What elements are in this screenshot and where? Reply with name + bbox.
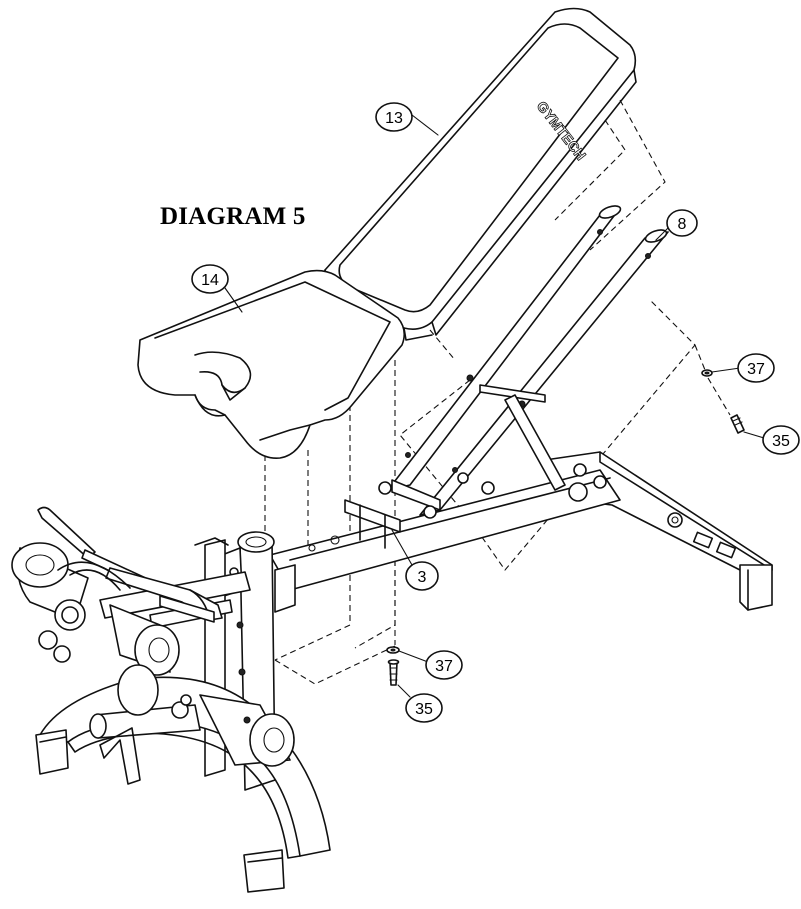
hardware bbox=[386, 369, 745, 686]
seat-pad bbox=[137, 269, 406, 459]
callout-37-lower-label: 37 bbox=[435, 658, 453, 675]
backrest-pad: GYMTECH bbox=[323, 7, 637, 341]
back-support-rails bbox=[378, 205, 669, 519]
callout-13 bbox=[375, 102, 413, 132]
main-frame-tube bbox=[269, 469, 621, 613]
callout-35-upper-label: 35 bbox=[772, 433, 790, 450]
callout-35-upper bbox=[762, 425, 800, 455]
callout-35-lower-label: 35 bbox=[415, 701, 433, 718]
callout-37-upper-label: 37 bbox=[747, 361, 765, 378]
callout-13-label: 13 bbox=[385, 110, 403, 127]
callout-37-upper bbox=[737, 353, 775, 383]
callouts: 13 14 8 37 35 3 37 bbox=[191, 102, 800, 723]
callout-3 bbox=[405, 561, 439, 591]
callout-8-label: 8 bbox=[678, 216, 687, 233]
callout-3-label: 3 bbox=[418, 569, 427, 586]
callout-37-lower bbox=[425, 650, 463, 680]
diagram-title: DIAGRAM 5 bbox=[160, 203, 306, 230]
leg-developer bbox=[11, 506, 295, 785]
callout-14-label: 14 bbox=[201, 272, 219, 289]
callout-8 bbox=[666, 209, 698, 237]
callout-35-lower bbox=[405, 693, 443, 723]
callout-14 bbox=[191, 264, 229, 294]
